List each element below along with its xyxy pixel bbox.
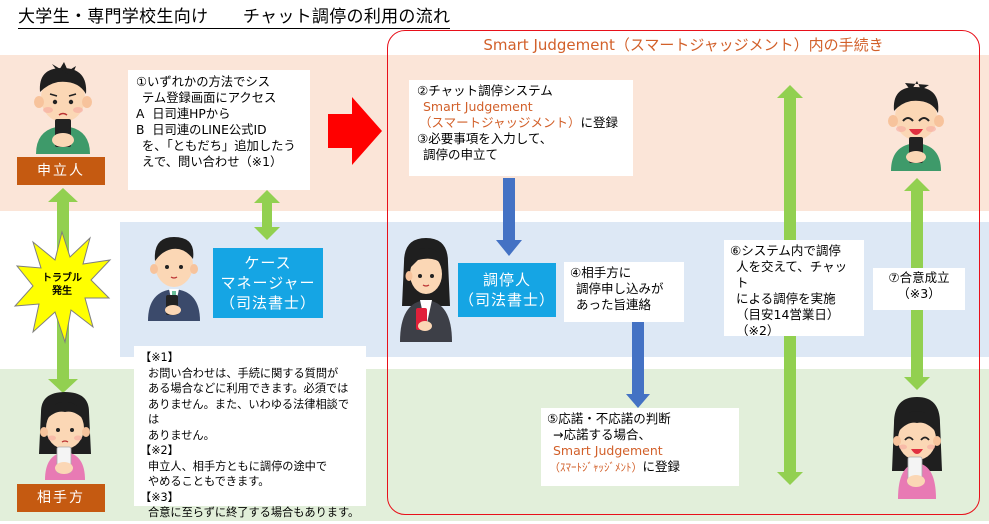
step1-line: えで、問い合わせ（※1） [142,155,283,169]
step5-line: ⑤応諾・不応諾の判断 [547,411,671,426]
case-manager-label-line: マネージャー [220,274,316,292]
step6-line: （※2） [736,323,780,338]
smart-judgement-frame [387,30,980,515]
worried-boy-icon [34,62,92,154]
note-line: 申立人、相手方ともに調停の途中で [148,459,328,473]
step1-line: を、「ともだち」追加したう [142,139,296,153]
step6-line: 人を交えて、チャット [736,259,848,290]
case-manager-label-line: ケース [244,254,292,272]
trouble-label-line: トラブル [42,273,82,284]
page-title: 大学生・専門学校生向け チャット調停の利用の流れ [18,2,451,29]
note-line: お問い合わせは、手続に関する質問が [148,366,339,380]
case-manager-label-line: （司法書士） [219,294,316,312]
respondent-label: 相手方 [17,484,105,512]
step1-box: ①いずれかの方法でシス テム登録画面にアクセス A 日司連HPから B 日司連の… [128,70,310,190]
trouble-label-line: 発生 [52,286,72,297]
step5-register: に登録 [642,459,681,474]
note-line: ありません。また、いわゆる法律相談では [148,397,350,427]
red-right-arrow [328,97,382,165]
step1-line: テム登録画面にアクセス [142,91,277,105]
trouble-burst-icon [13,230,112,344]
blue-arrow-to-mediator [496,178,522,256]
trouble-label: トラブル 発生 [37,272,87,298]
step6-line: （目安14営業日） [736,307,840,322]
note-line: やめることもできます。 [148,475,270,488]
note-heading: 【※1】 [140,351,179,364]
step2-brand-row: （スマートジャッジメント）に登録 [417,115,625,131]
step5-brand-kana: （ｽﾏｰﾄｼﾞｬｯｼﾞﾒﾝﾄ） [549,461,643,474]
blue-arrow-to-step5 [626,322,650,408]
happy-boy-icon [888,81,944,171]
step2-register: に登録 [580,115,619,130]
mediator-label-line: 調停人 [482,271,531,289]
step5-box: ⑤応諾・不応諾の判断 →応諾する場合、 Smart Judgement （ｽﾏｰ… [541,408,739,486]
step2-brand-kana: （スマートジャッジメント） [419,115,581,130]
mediator-label: 調停人 （司法書士） [458,263,556,317]
step2-brand: Smart Judgement [423,99,533,114]
step7-box: ⑦合意成立 （※3） [873,268,965,310]
note-line: ありません。 [148,428,215,442]
worried-girl-icon [39,392,91,480]
case-manager-man-icon [148,237,200,321]
note-line: ある場合などに利用できます。必須では [148,382,349,395]
step3-line: 調停の申立て [423,147,499,162]
mediator-label-line: （司法書士） [458,291,555,309]
note-line: 合意に至らずに終了する場合もあります。 [148,506,360,519]
step6-line: による調停を実施 [736,291,836,306]
step1-line: B 日司連のLINE公式ID [136,123,267,137]
step1-line: ①いずれかの方法でシス [136,75,270,89]
step7-line: ⑦合意成立 [888,270,950,285]
notes-box: 【※1】 お問い合わせは、手続に関する質問が ある場合などに利用できます。必須で… [134,346,366,519]
happy-girl-icon [892,397,942,499]
step4-line: 調停申し込みが [576,281,664,296]
step5-line: →応諾する場合、 [553,427,651,442]
step2-line: ②チャット調停システム [417,83,553,98]
frame-title: Smart Judgement（スマートジャッジメント）内の手続き [483,36,884,54]
applicant-label: 申立人 [17,157,105,185]
step1-line: A 日司連HPから [136,107,231,121]
step4-line: あった旨連絡 [576,297,652,312]
step6-line: ⑥システム内で調停 [730,243,841,258]
note-heading: 【※2】 [140,444,179,457]
note-heading: 【※3】 [140,490,179,504]
mediator-woman-icon [400,238,452,342]
case-manager-label: ケース マネージャー （司法書士） [213,248,323,318]
step4-line: ④相手方に [570,265,632,280]
step3-line: ③必要事項を入力して、 [417,131,553,146]
step7-line: （※3） [897,286,941,301]
step6-box: ⑥システム内で調停 人を交えて、チャット による調停を実施 （目安14営業日） … [724,240,864,338]
step5-brand: Smart Judgement [553,443,663,458]
step4-box: ④相手方に 調停申し込みが あった旨連絡 [564,262,684,322]
step2-3-box: ②チャット調停システム Smart Judgement （スマートジャッジメント… [409,80,633,176]
step5-brand-row: （ｽﾏｰﾄｼﾞｬｯｼﾞﾒﾝﾄ）に登録 [547,459,733,476]
step1-case-manager-arrow [254,190,280,240]
